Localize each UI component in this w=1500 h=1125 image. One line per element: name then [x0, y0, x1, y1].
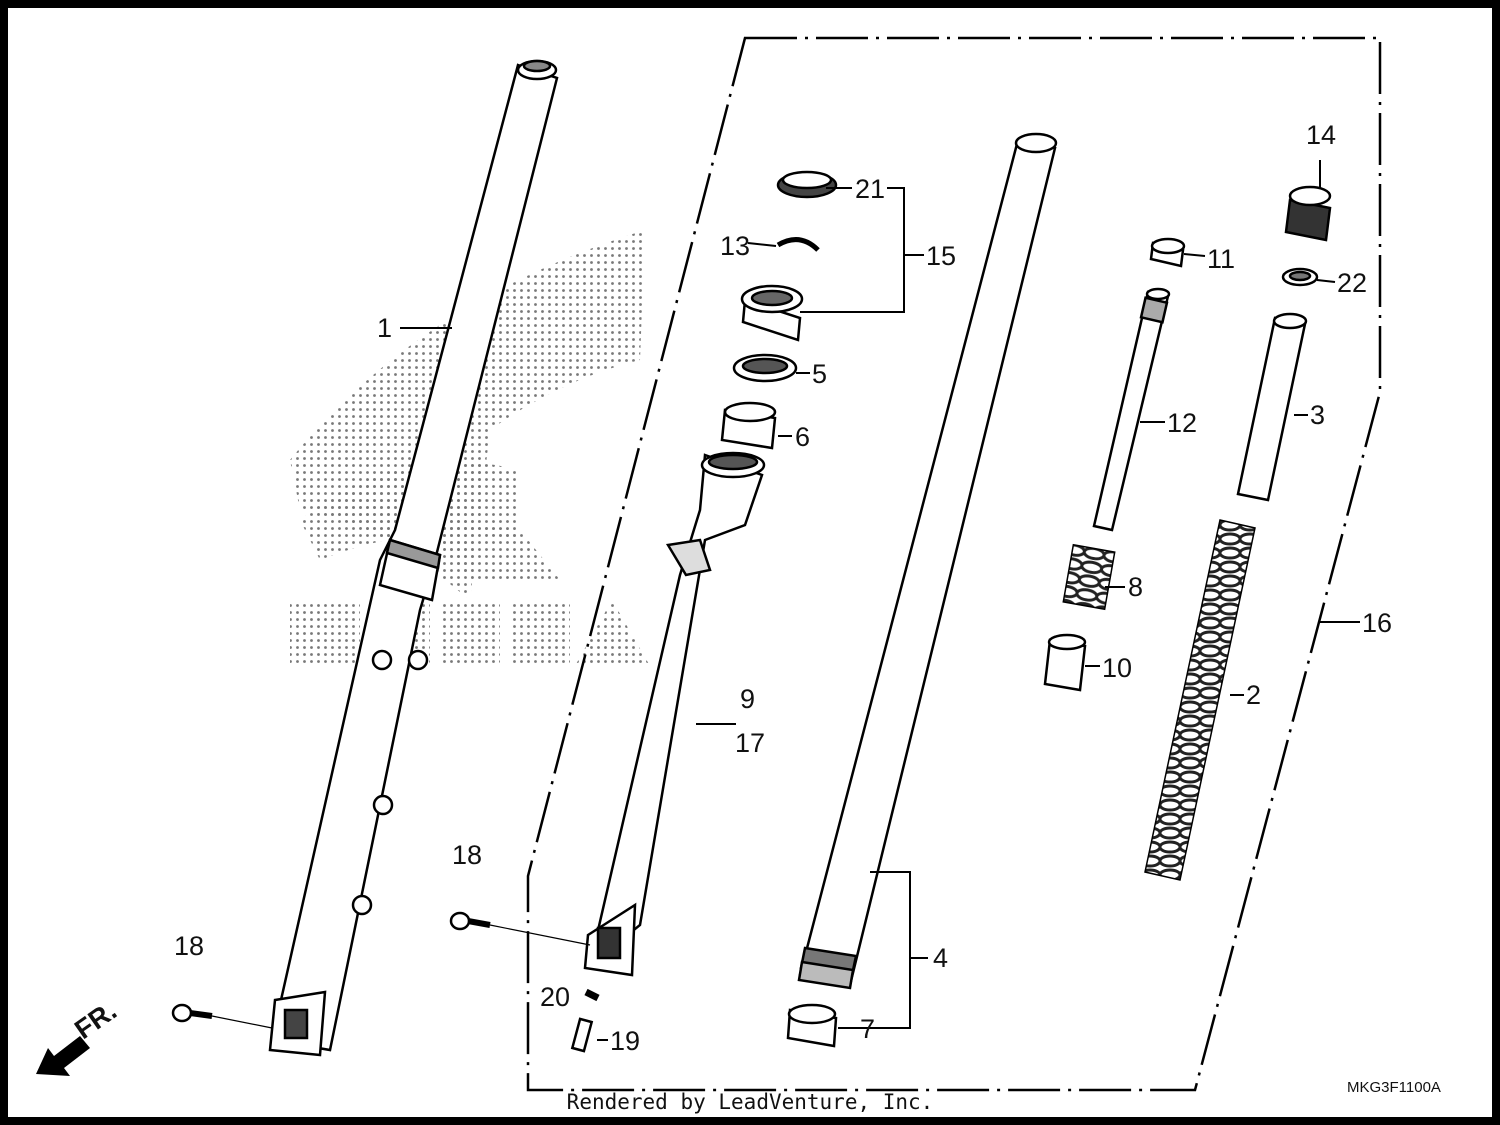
- leader-lines: [211, 160, 1360, 1041]
- sealing-washer: [584, 988, 600, 1002]
- callout-10: 10: [1102, 653, 1132, 683]
- callout-1: 1: [377, 313, 392, 343]
- piston-ring: [1149, 237, 1186, 268]
- fork-spring: [1144, 519, 1256, 881]
- fork-bolt: [1284, 185, 1332, 242]
- back-up-ring: [732, 353, 798, 383]
- callout-21: 21: [855, 174, 885, 204]
- rendered-by-footer: Rendered by LeadVenture, Inc.: [566, 1090, 934, 1114]
- callout-4: 4: [933, 943, 948, 973]
- snap-ring: [776, 237, 820, 252]
- drain-bolt: [570, 1017, 594, 1053]
- fork-slider: [583, 451, 766, 977]
- callout-18-middle: 18: [452, 840, 482, 870]
- oil-lock-piece: [1043, 633, 1087, 692]
- callout-9: 9: [740, 684, 755, 714]
- honda-letters: [290, 600, 650, 666]
- callout-7: 7: [860, 1014, 875, 1044]
- callout-5: 5: [812, 359, 827, 389]
- callout-6: 6: [795, 422, 810, 452]
- front-direction-arrow-icon: [36, 1036, 90, 1076]
- guide-bushing: [786, 1003, 838, 1048]
- callout-16: 16: [1362, 608, 1392, 638]
- inner-fork-tube: [797, 132, 1058, 990]
- callout-15: 15: [926, 241, 956, 271]
- callout-20: 20: [540, 982, 570, 1012]
- o-ring: [1281, 267, 1319, 287]
- damper-rod: [1092, 287, 1171, 532]
- assembly-boundary: [526, 36, 1382, 1092]
- diagram-code: MKG3F1100A: [1347, 1079, 1441, 1096]
- callout-22: 22: [1337, 268, 1367, 298]
- spring-collar: [1236, 312, 1308, 502]
- callout-12: 12: [1167, 408, 1197, 438]
- slider-bushing: [720, 401, 777, 450]
- callout-11: 11: [1207, 244, 1235, 274]
- callout-2: 2: [1246, 680, 1261, 710]
- callout-17: 17: [735, 728, 765, 758]
- socket-bolt-left: [171, 1003, 213, 1023]
- callout-19: 19: [610, 1026, 640, 1056]
- rebound-spring: [1062, 543, 1116, 611]
- callout-13: 13: [720, 231, 750, 261]
- dust-seal: [776, 170, 838, 199]
- socket-bolt-middle: [449, 911, 491, 931]
- callout-8: 8: [1128, 572, 1143, 602]
- callout-14: 14: [1306, 120, 1336, 150]
- callout-18-left: 18: [174, 931, 204, 961]
- oil-seal: [740, 284, 804, 342]
- outer-fork-tube: [268, 59, 559, 1057]
- callout-3: 3: [1310, 400, 1325, 430]
- front-direction-label: FR.: [69, 995, 122, 1045]
